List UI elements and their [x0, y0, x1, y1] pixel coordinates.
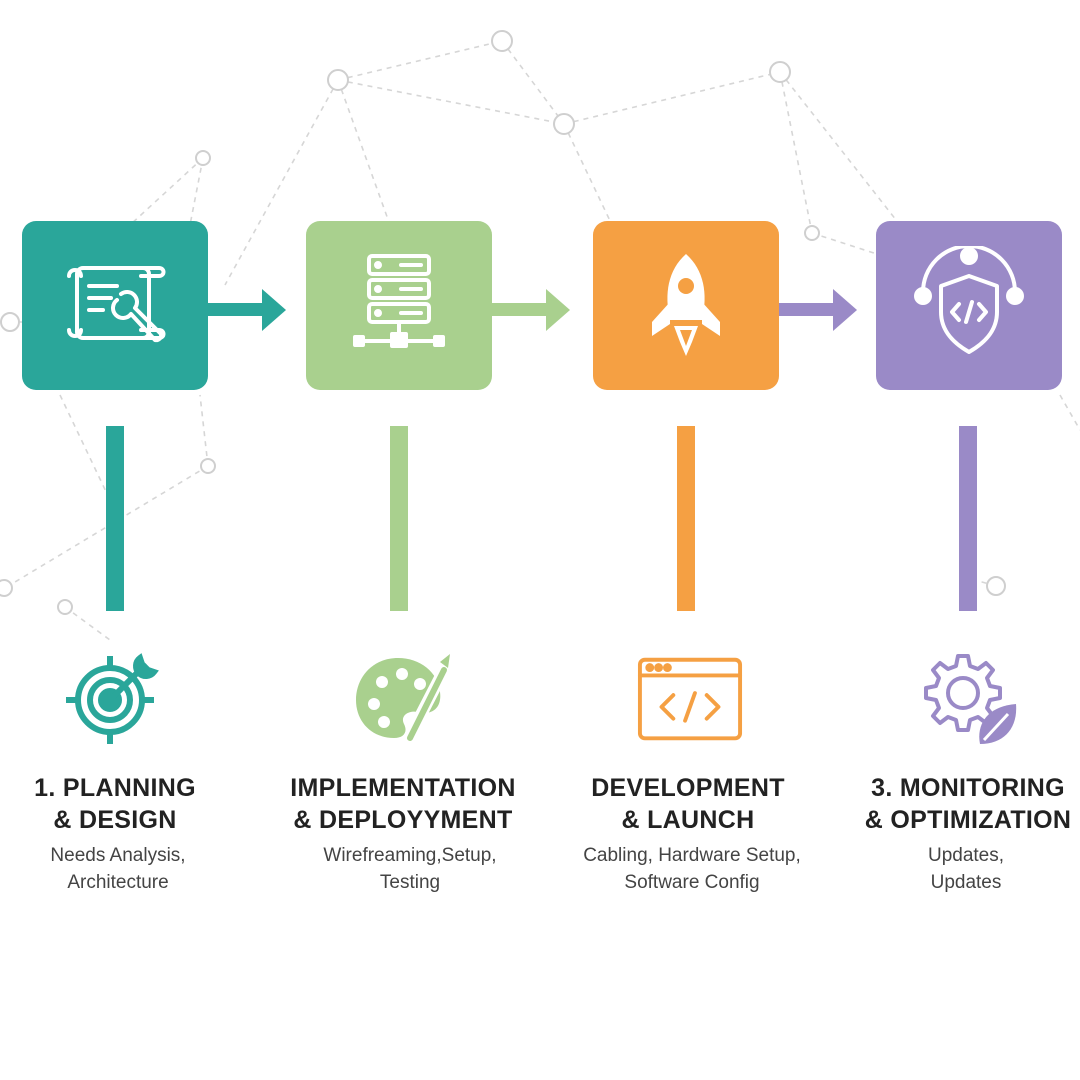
- step-3-stem: [677, 426, 695, 611]
- step-2-description: Wirefreaming,Setup, Testing: [280, 842, 540, 896]
- step-4-desc-line1: Updates,: [927, 845, 1005, 866]
- arrow-right-icon: [779, 289, 857, 331]
- rocket-icon: [652, 253, 720, 356]
- step-2-desc-line2: Testing: [379, 872, 441, 893]
- step-2-title-line1: IMPLEMENTATION: [290, 774, 516, 802]
- step-1-title-line1: 1. PLANNING: [34, 774, 196, 802]
- step-2-title-line2: & DEPLOYYMENT: [293, 806, 513, 834]
- step-1-tile: [22, 221, 208, 390]
- shield-code-icon: [914, 245, 1024, 354]
- step-1-desc-line1: Needs Analysis,: [50, 845, 186, 866]
- palette-brush-icon: [356, 654, 450, 746]
- step-4-tile: [876, 221, 1062, 390]
- step-4-title-line1: 3. MONITORING: [871, 774, 1065, 802]
- blueprint-wrench-icon: [67, 265, 166, 342]
- arrow-right-icon: [492, 289, 570, 331]
- step-1-description: Needs Analysis, Architecture: [0, 842, 248, 896]
- step-1-title: 1. PLANNING & DESIGN: [0, 772, 245, 836]
- step-4-desc-line2: Updates: [930, 872, 1002, 893]
- server-network-icon: [353, 253, 445, 348]
- code-window-icon: [637, 657, 743, 741]
- step-1-stem: [106, 426, 124, 611]
- step-2-desc-line1: Wirefreaming,Setup,: [323, 845, 497, 866]
- step-2-stem: [390, 426, 408, 611]
- step-1-desc-line2: Architecture: [67, 872, 169, 893]
- step-3-title-line1: DEVELOPMENT: [591, 774, 785, 802]
- step-4-description: Updates, Updates: [836, 842, 1080, 896]
- step-4-title-line2: & OPTIMIZATION: [864, 806, 1072, 834]
- step-2-tile: [306, 221, 492, 390]
- step-4-title: 3. MONITORING & OPTIMIZATION: [834, 772, 1080, 836]
- step-3-desc-line1: Cabling, Hardware Setup,: [583, 845, 801, 866]
- target-wrench-icon: [66, 653, 159, 744]
- step-2-title: IMPLEMENTATION & DEPLOYYMENT: [273, 772, 533, 836]
- step-3-description: Cabling, Hardware Setup, Software Config: [562, 842, 822, 896]
- step-3-desc-line2: Software Config: [624, 872, 760, 893]
- step-3-tile: [593, 221, 779, 390]
- gear-leaf-icon: [924, 654, 1017, 744]
- step-1-title-line2: & DESIGN: [53, 806, 177, 834]
- step-4-stem: [959, 426, 977, 611]
- step-3-title-line2: & LAUNCH: [621, 806, 755, 834]
- step-3-title: DEVELOPMENT & LAUNCH: [558, 772, 818, 836]
- arrow-right-icon: [208, 289, 286, 331]
